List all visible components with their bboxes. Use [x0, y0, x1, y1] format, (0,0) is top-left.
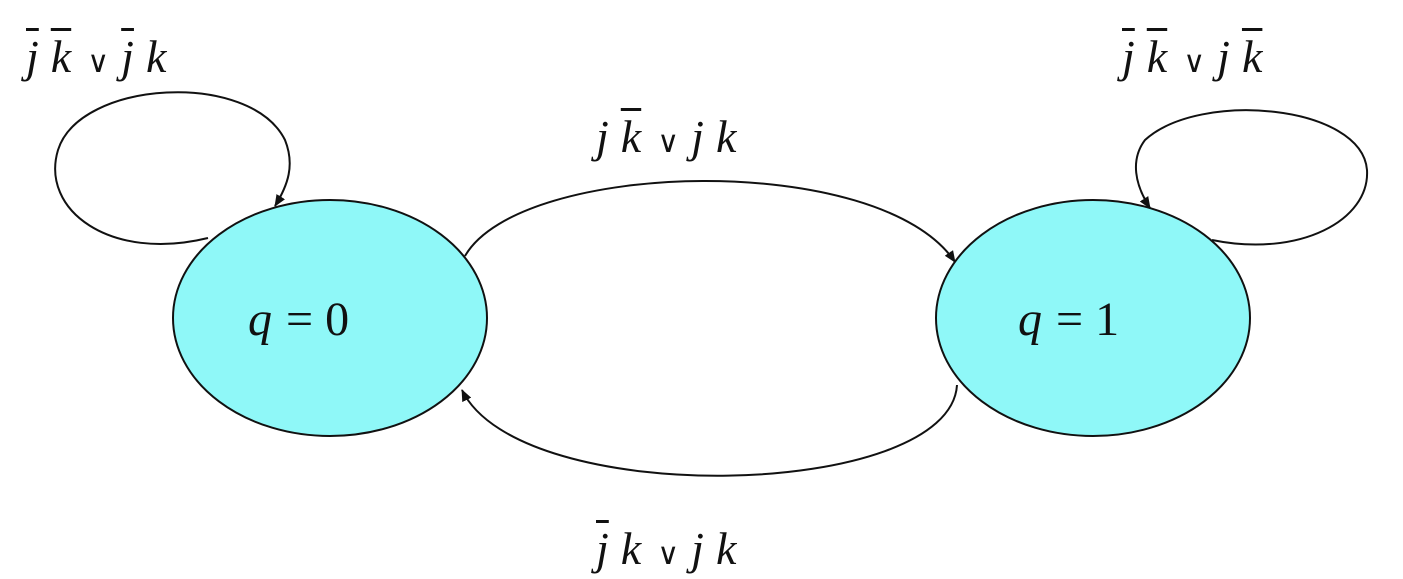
- state-var: q: [248, 293, 272, 346]
- term: k: [145, 31, 167, 82]
- term: j: [121, 31, 134, 82]
- state-q0: [172, 199, 488, 437]
- term: k: [1241, 31, 1263, 82]
- term: j: [596, 523, 609, 574]
- state-eq: =: [1056, 293, 1084, 346]
- state-q0-label: q = 0: [248, 292, 349, 347]
- term: j: [26, 31, 39, 82]
- term: k: [715, 111, 737, 162]
- term: j: [1122, 31, 1135, 82]
- term: j: [691, 111, 704, 162]
- state-value: 0: [325, 293, 350, 346]
- state-eq: =: [286, 293, 314, 346]
- edge-q0-to-q1: [464, 180, 956, 263]
- state-var: q: [1018, 293, 1042, 346]
- term: k: [1146, 31, 1168, 82]
- term: k: [50, 31, 72, 82]
- term: j: [691, 523, 704, 574]
- or-operator: ∨: [1183, 45, 1206, 80]
- state-q1-label: q = 1: [1018, 292, 1119, 347]
- self-loop-q0: [54, 91, 291, 245]
- or-operator: ∨: [657, 537, 680, 572]
- self-loop-q1: [1134, 109, 1369, 246]
- edge-q1-to-q0: [461, 384, 958, 477]
- state-value: 1: [1095, 293, 1120, 346]
- term: k: [620, 523, 642, 574]
- term: j: [1217, 31, 1230, 82]
- or-operator: ∨: [87, 45, 110, 80]
- term: k: [620, 111, 642, 162]
- term: k: [715, 523, 737, 574]
- state-q1: [935, 199, 1251, 437]
- term: j: [596, 111, 609, 162]
- or-operator: ∨: [657, 125, 680, 160]
